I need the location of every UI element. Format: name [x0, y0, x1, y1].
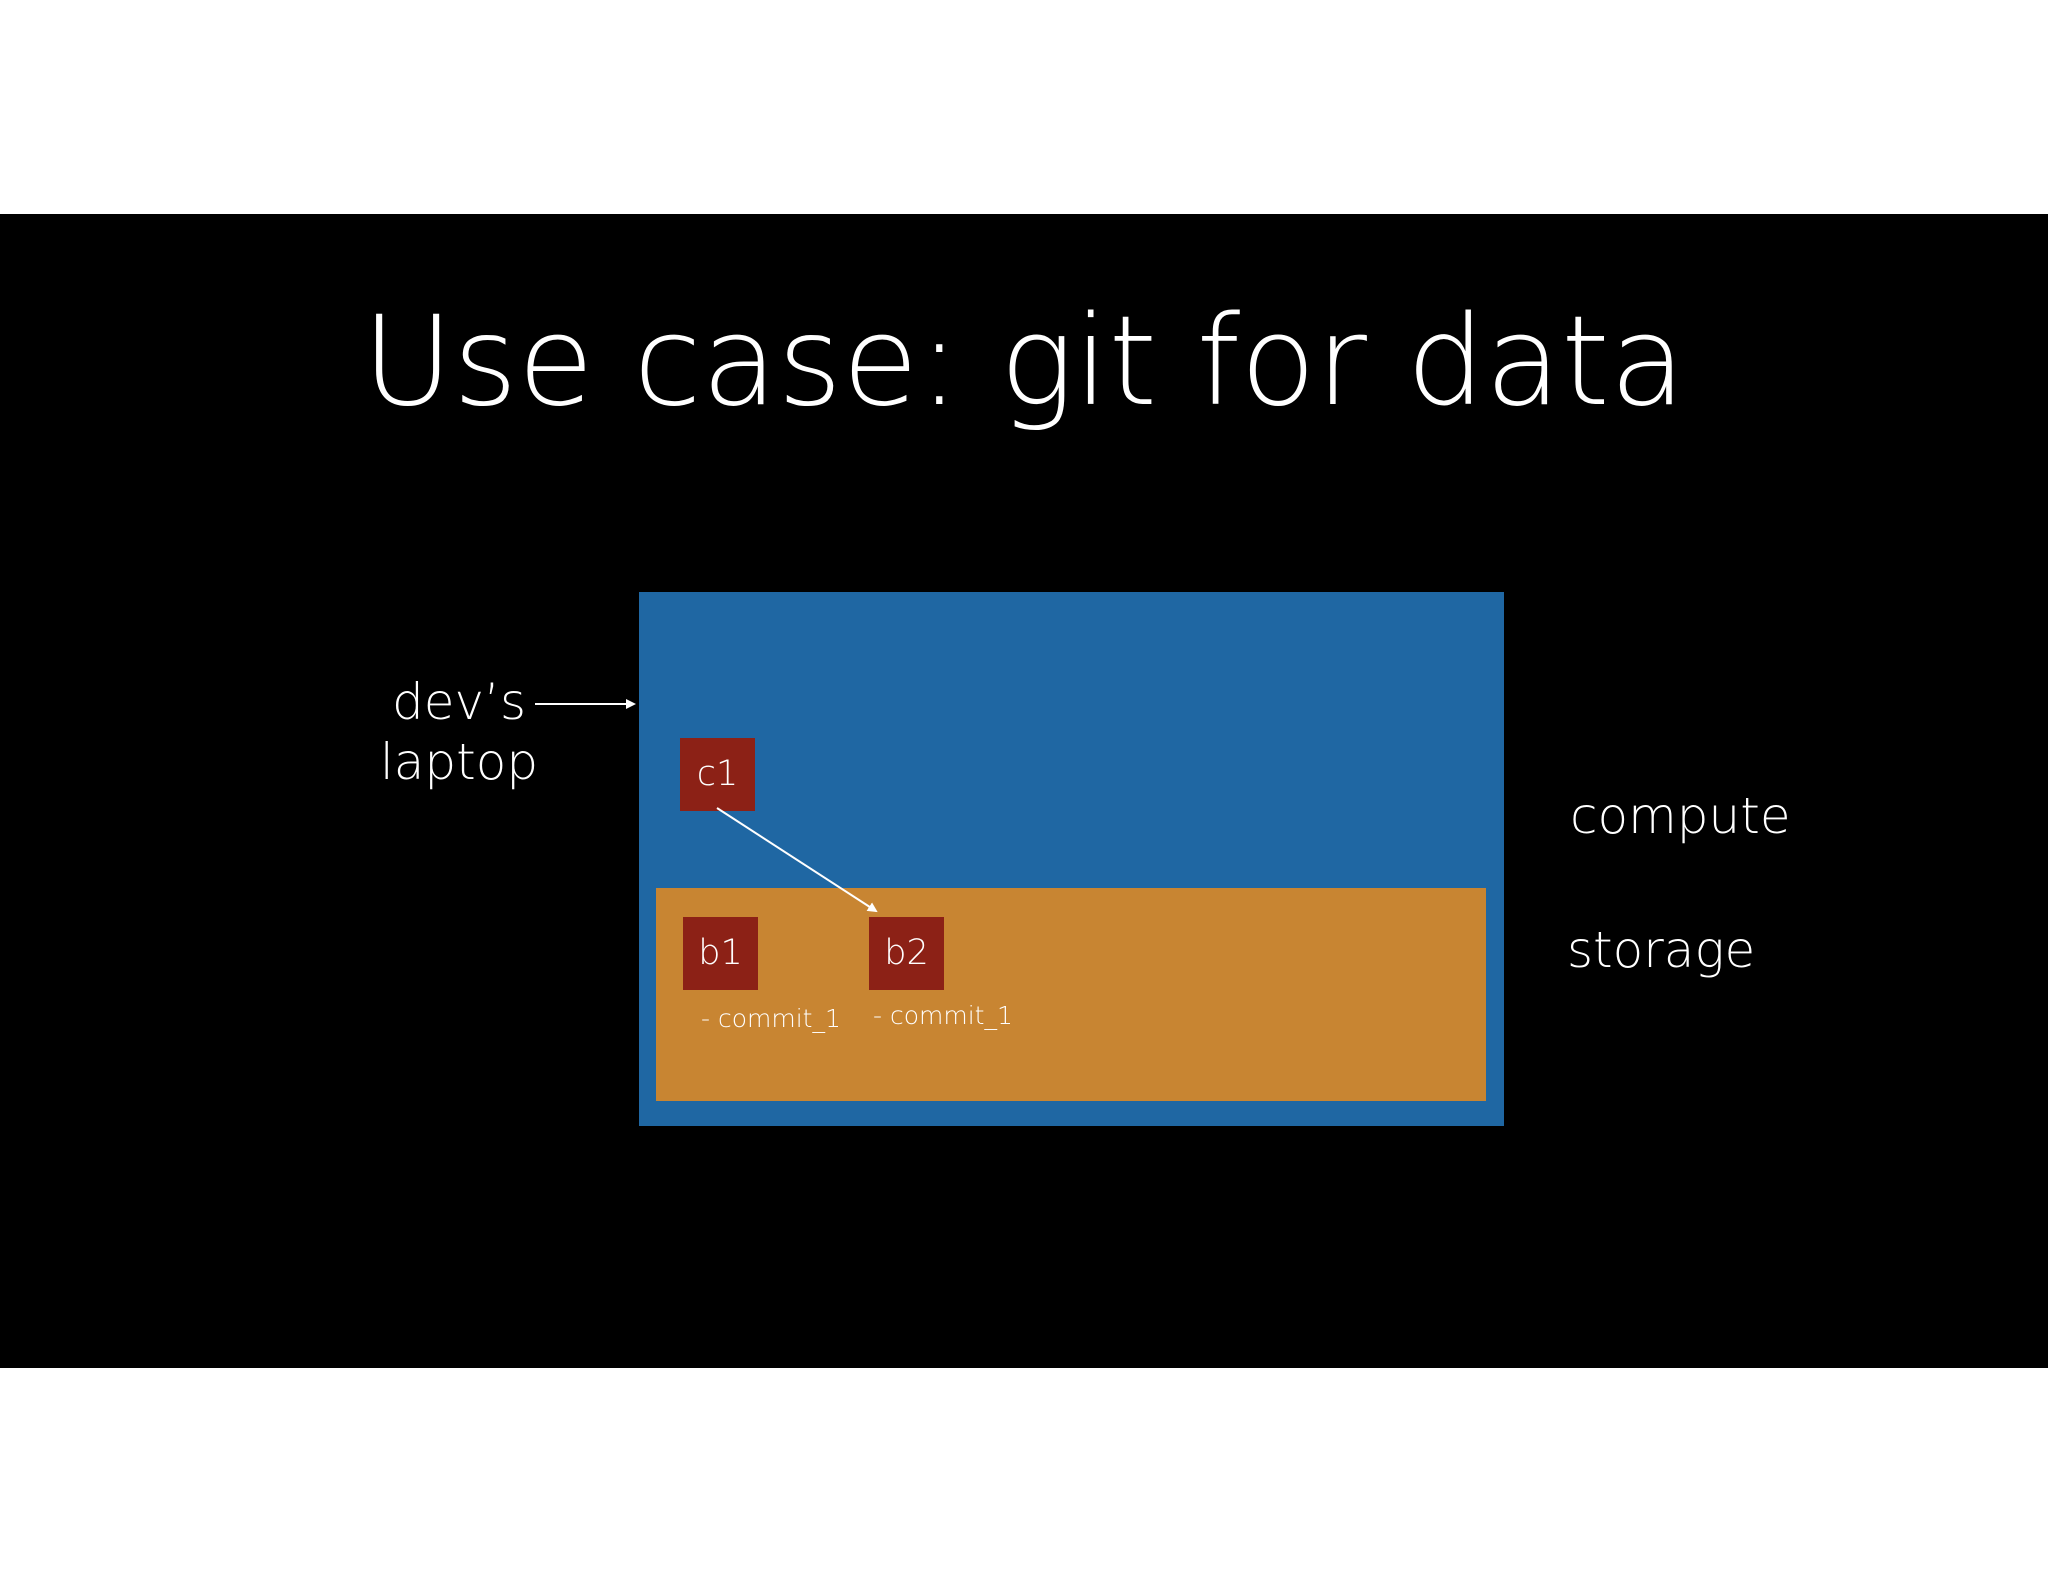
node-b2: b2	[869, 917, 944, 990]
devs-laptop-label-line-2: laptop	[379, 733, 539, 791]
commit-label-b2: - commit_1	[873, 1001, 1013, 1030]
slide: Use case: git for data dev’s laptop c1 b…	[0, 214, 2048, 1368]
node-b1: b1	[683, 917, 758, 990]
commit-label-b1: - commit_1	[701, 1004, 841, 1033]
devs-laptop-label-line-1: dev’s	[391, 673, 527, 731]
storage-label: storage	[1567, 921, 1756, 979]
compute-label: compute	[1570, 787, 1791, 845]
storage-layer	[656, 888, 1486, 1101]
devs-laptop-label: dev’s laptop	[374, 672, 544, 792]
node-c1: c1	[680, 738, 755, 811]
slide-title: Use case: git for data	[362, 290, 1686, 434]
